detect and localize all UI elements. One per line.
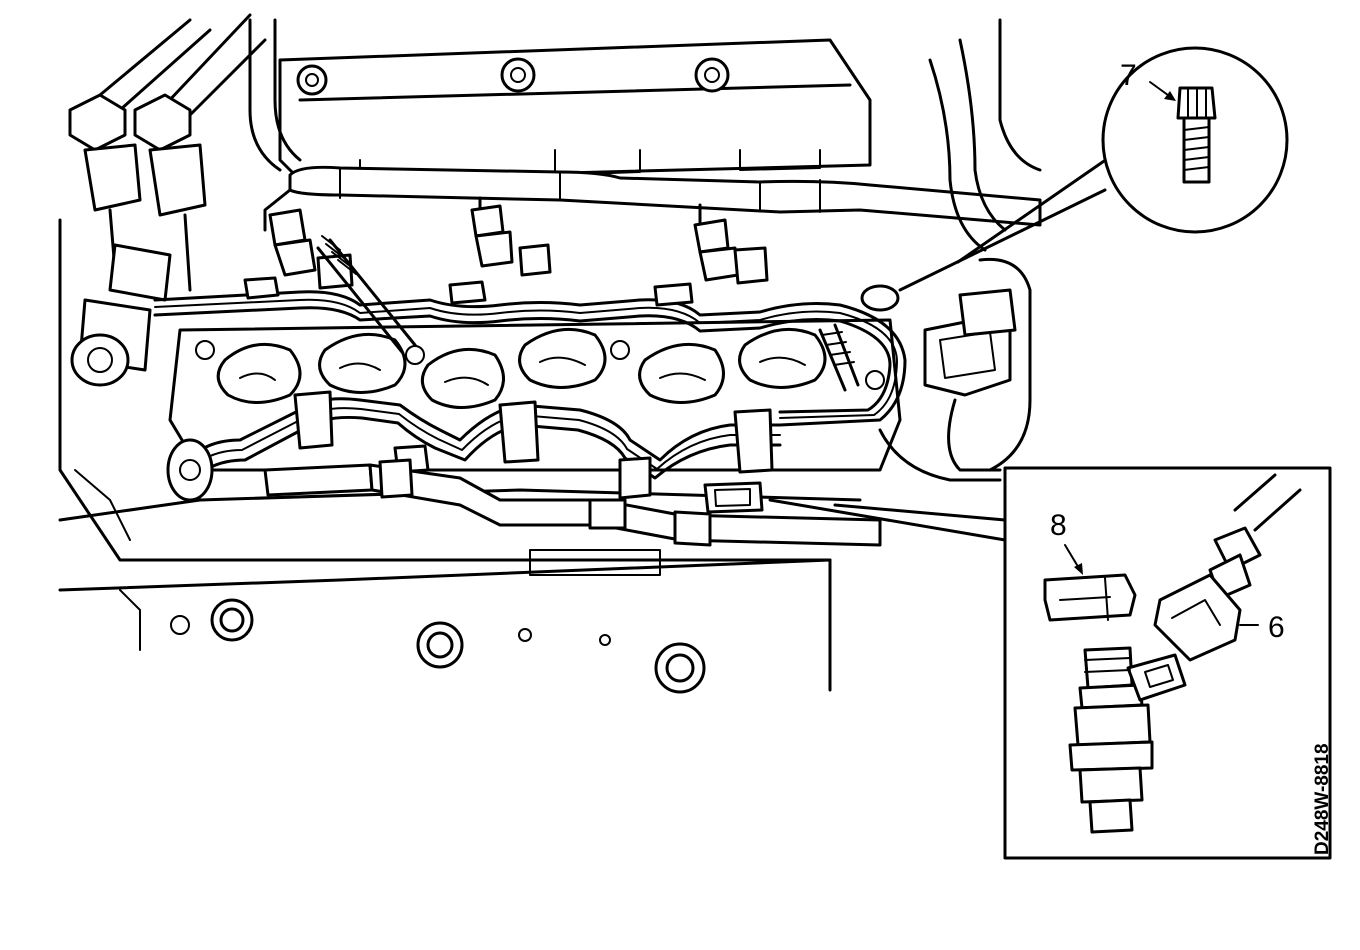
cover-bolt <box>694 57 730 93</box>
injector-detail-inset: 8 6 <box>768 466 1332 860</box>
callout-7: 7 <box>1120 59 1137 92</box>
fuel-line-nut <box>133 93 192 152</box>
figure-reference-code: D248W-8818 <box>1312 743 1333 855</box>
bolt-detail: 7 <box>898 46 1289 292</box>
fuel-line-nut <box>68 93 127 152</box>
camshaft-cover <box>278 38 872 182</box>
injector-clip: 8 <box>1043 509 1137 622</box>
dipstick-tube <box>316 235 860 392</box>
fuel-lines <box>68 13 267 387</box>
injector-harness-lower <box>263 458 882 547</box>
cover-bolt <box>500 57 536 93</box>
engine-block-outline <box>58 218 862 692</box>
fuel-injector <box>1068 646 1187 834</box>
callout-8: 8 <box>1050 509 1067 542</box>
callout-6: 6 <box>1268 611 1285 644</box>
intake-port-flange <box>168 318 902 472</box>
harness-connector: 6 <box>1153 473 1302 662</box>
injector-connector <box>703 481 764 514</box>
lower-fuel-rail <box>166 390 782 502</box>
right-side-hoses <box>860 18 1042 482</box>
wiring-harness <box>248 18 1042 232</box>
block-bolts <box>170 598 706 694</box>
cover-bolt <box>296 64 328 96</box>
upper-fuel-rail <box>153 290 907 427</box>
